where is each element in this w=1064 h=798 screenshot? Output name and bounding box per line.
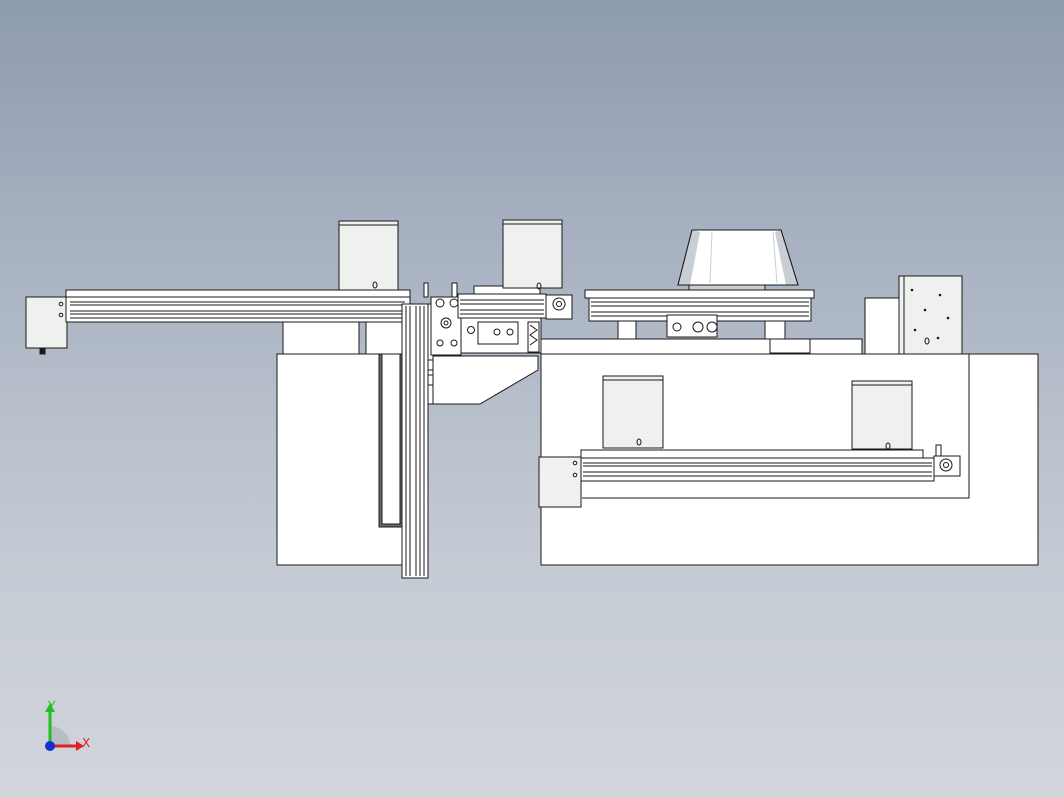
origin-dot [45, 741, 55, 751]
y-axis-arrow [45, 703, 55, 712]
vertical-column [401, 303, 435, 579]
control-box [898, 275, 963, 355]
hopper-platform [584, 283, 815, 354]
x-axis-arrow [76, 741, 84, 751]
middle-horizontal-rail [457, 285, 573, 320]
x-axis-label: X [82, 736, 91, 750]
left-horizontal-rail [25, 289, 411, 355]
lower-motor-blocks [602, 375, 913, 450]
y-axis-label: Y [48, 699, 56, 713]
motor-block-2 [502, 219, 563, 290]
axis-triad [45, 703, 84, 751]
motor-block-1 [338, 220, 399, 291]
left-base-cabinet [276, 321, 404, 566]
lower-horizontal-rail [538, 444, 961, 508]
triad-sweep [50, 726, 70, 746]
hopper-bowl [677, 229, 799, 286]
